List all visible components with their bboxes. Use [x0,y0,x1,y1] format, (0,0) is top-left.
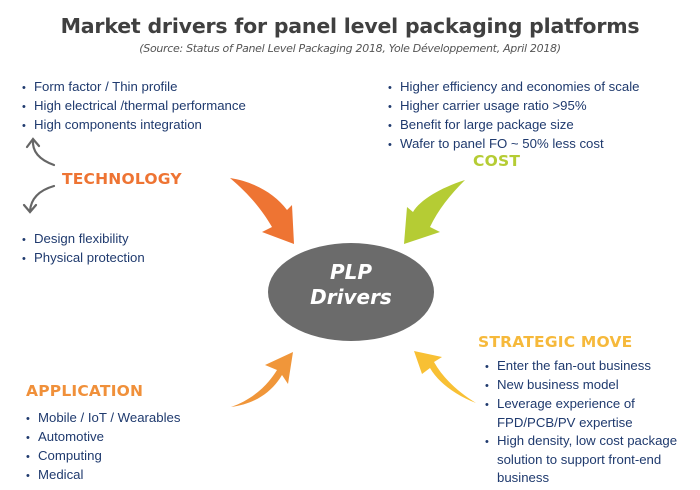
technology-down-connector-icon [22,184,56,214]
list-item: Automotive [26,428,180,447]
list-item: Wafer to panel FO ~ 50% less cost [388,135,639,154]
list-item: Physical protection [22,249,145,268]
application-list: Mobile / IoT / Wearables Automotive Comp… [26,409,180,485]
technology-bottom-list: Design flexibility Physical protection [22,230,145,268]
list-item: Design flexibility [22,230,145,249]
list-item: Enter the fan-out business [485,357,695,376]
center-label-line2: Drivers [310,285,392,309]
technology-arrow-icon [230,178,294,244]
application-arrow-icon [231,352,293,407]
list-item: New business model [485,376,695,395]
strategic-heading: STRATEGIC MOVE [478,333,633,351]
list-item: High components integration [22,116,246,135]
cost-arrow-icon [404,180,465,244]
technology-up-connector-icon [25,137,56,167]
list-item: High density, low cost package solution … [485,432,695,487]
technology-heading: TECHNOLOGY [62,170,182,188]
strategic-list: Enter the fan-out business New business … [485,357,695,487]
list-item: Form factor / Thin profile [22,78,246,97]
list-item: Medical [26,466,180,485]
list-item: Higher carrier usage ratio >95% [388,97,639,116]
list-item: Benefit for large package size [388,116,639,135]
center-label: PLP Drivers [268,260,434,310]
strategic-arrow-icon [414,351,476,403]
list-item: High electrical /thermal performance [22,97,246,116]
cost-list: Higher efficiency and economies of scale… [388,78,639,154]
application-heading: APPLICATION [26,382,144,400]
center-label-line1: PLP [329,260,373,284]
list-item: Higher efficiency and economies of scale [388,78,639,97]
list-item: Mobile / IoT / Wearables [26,409,180,428]
list-item: Computing [26,447,180,466]
cost-heading: COST [473,152,521,170]
technology-top-list: Form factor / Thin profile High electric… [22,78,246,135]
page-title: Market drivers for panel level packaging… [60,14,640,38]
center-ellipse [268,243,434,341]
list-item: Leverage experience of FPD/PCB/PV expert… [485,395,687,432]
source-subtitle: (Source: Status of Panel Level Packaging… [139,42,561,55]
